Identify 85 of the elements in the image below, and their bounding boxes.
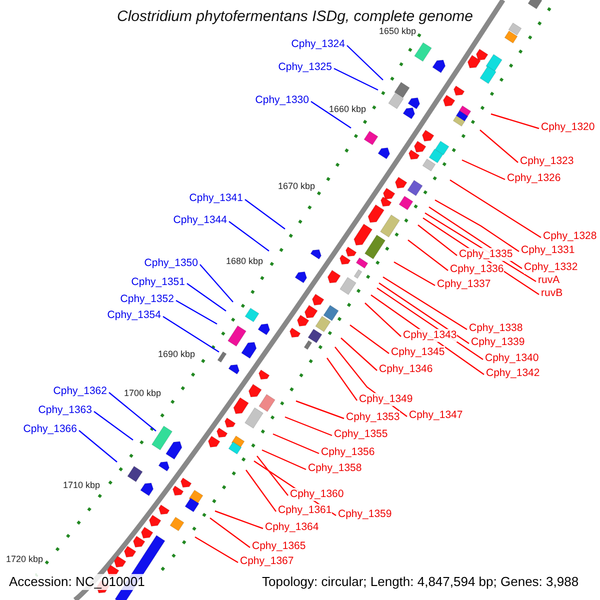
gene-label: Cphy_1346 (379, 363, 433, 376)
leader-line (378, 282, 470, 344)
leader-line (186, 283, 226, 312)
gene-label: Cphy_1360 (290, 488, 344, 501)
leader-line (340, 338, 378, 371)
scale-label: 1710 kbp (63, 480, 100, 491)
scale-label: 1660 kbp (329, 104, 366, 115)
scale-label: 1690 kbp (158, 349, 196, 360)
leader-line (256, 456, 288, 496)
gene-label: Cphy_1352 (120, 293, 174, 306)
leader-line (176, 300, 218, 325)
gene-label: Cphy_1358 (308, 462, 362, 475)
leader-line (200, 264, 234, 302)
leader-line (296, 400, 344, 420)
gene-label: Cphy_1367 (240, 555, 294, 568)
leader-line (418, 224, 458, 256)
leader-line (94, 411, 134, 440)
leader-line (162, 316, 220, 352)
leader-line (364, 302, 402, 337)
gene-label: Cphy_1351 (131, 276, 185, 289)
leader-line (434, 199, 520, 252)
gene-label: Cphy_1337 (437, 278, 491, 291)
gene-label: Cphy_1366 (23, 423, 77, 436)
scale-label: 1700 kbp (124, 388, 162, 399)
gene-label: Cphy_1344 (173, 214, 227, 227)
gene-label: Cphy_1362 (53, 385, 107, 398)
gene-label: Cphy_1320 (541, 121, 595, 134)
leader-line (350, 324, 390, 354)
gene-label: Cphy_1355 (334, 428, 388, 441)
gene-label: Cphy_1342 (486, 367, 540, 380)
gene-label: Cphy_1335 (459, 248, 513, 261)
scale-label: 1680 kbp (226, 256, 264, 267)
gene-label: Cphy_1359 (338, 508, 392, 521)
leader-line (346, 45, 384, 80)
gene-label: Cphy_1324 (291, 38, 345, 51)
gene-label: Cphy_1343 (403, 329, 457, 342)
leader-line (394, 261, 436, 286)
gene-label: Cphy_1365 (252, 540, 306, 553)
leader-line (262, 449, 306, 470)
leader-line (194, 536, 238, 564)
leader-line (246, 470, 276, 512)
gene-label: Cphy_1336 (450, 263, 504, 276)
leader-line (244, 199, 286, 230)
gene-label: Cphy_1356 (321, 446, 375, 459)
gene-label: Cphy_1364 (265, 521, 319, 534)
leader-line (334, 68, 378, 91)
scale-label: 1670 kbp (278, 181, 316, 192)
leader-line (78, 430, 118, 462)
gene-label: Cphy_1325 (278, 61, 332, 74)
gene-label: Cphy_1341 (189, 192, 243, 205)
scale-label: 1650 kbp (379, 26, 416, 37)
leader-line (326, 358, 358, 401)
gene-label: Cphy_1338 (469, 322, 523, 335)
leader-line (490, 113, 540, 130)
leader-line (462, 159, 506, 180)
leader-line (382, 276, 468, 330)
gene-label: Cphy_1323 (520, 155, 574, 168)
gene-label: Cphy_1345 (391, 346, 445, 359)
leader-line (284, 416, 332, 436)
leader-line (450, 180, 542, 238)
gene-label: Cphy_1331 (521, 244, 575, 257)
gene-label: Cphy_1349 (359, 393, 413, 406)
leader-line (228, 221, 270, 252)
footer-text: Accession: NC_010001 (7, 574, 147, 590)
gene-label: Cphy_1326 (507, 172, 561, 185)
leader-line (214, 510, 264, 530)
gene-label: Cphy_1350 (144, 257, 198, 270)
leader-line (210, 518, 250, 548)
leader-line (272, 433, 320, 454)
gene-label: Cphy_1347 (409, 409, 463, 422)
leader-line (108, 392, 156, 432)
leader-line (408, 240, 448, 271)
leader-line (480, 130, 518, 163)
gene-label: Cphy_1332 (524, 261, 578, 274)
leader-line (310, 101, 352, 128)
gene-label: Cphy_1363 (38, 404, 92, 417)
footer-text: Topology: circular; Length: 4,847,594 bp; Genes: 3,988 (260, 574, 581, 590)
gene-label: Cphy_1353 (346, 411, 400, 424)
gene-label: Cphy_1328 (543, 230, 597, 243)
gene-label: Cphy_1339 (471, 336, 525, 349)
gene-label: Cphy_1354 (107, 309, 161, 322)
gene-label: Cphy_1340 (485, 352, 539, 365)
gene-label: Cphy_1330 (255, 94, 309, 107)
scale-label: 1720 kbp (6, 554, 44, 565)
gene-label: Cphy_1361 (278, 504, 332, 517)
